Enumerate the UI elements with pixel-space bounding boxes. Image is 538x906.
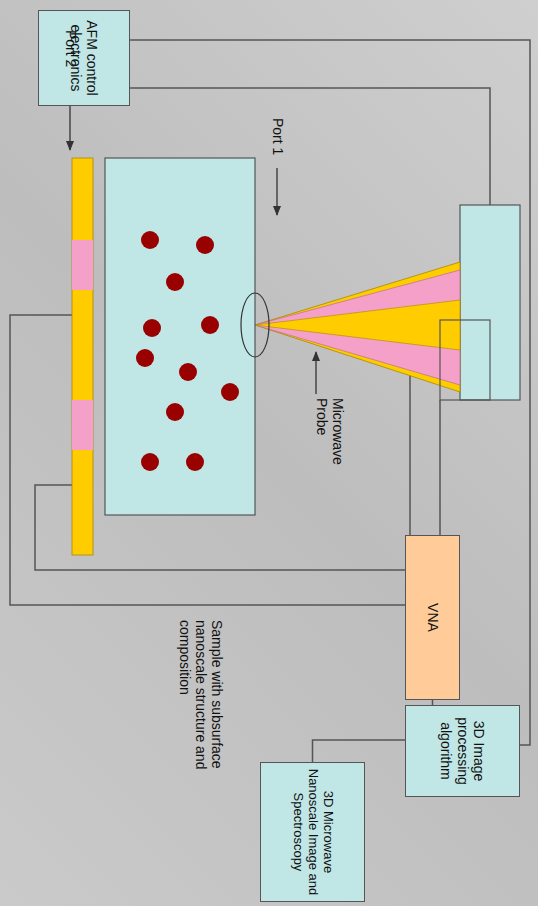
pointer-arrow <box>69 100 70 150</box>
port-label: Port 1 <box>270 118 286 166</box>
control-box: AFM control electronics <box>38 10 130 106</box>
head-wire <box>439 400 441 535</box>
box-text: VNA <box>424 603 440 632</box>
box-text: 3D Microwave Nanoscale Image and Spectro… <box>290 767 335 897</box>
probe-core <box>255 300 460 350</box>
probe-layer <box>255 270 460 385</box>
gap-segment <box>72 400 93 450</box>
box-text: 3D Image processing algorithm <box>438 710 486 792</box>
probe-label: Microwave Probe <box>314 398 346 480</box>
pointer-arrow <box>276 168 277 215</box>
output-box: 3D Microwave Nanoscale Image and Spectro… <box>260 762 365 902</box>
analyzer-box: VNA <box>405 535 460 700</box>
probe-cone <box>255 262 460 392</box>
sample-caption: Sample with subsurface nanoscale structu… <box>177 620 225 782</box>
probe-wire <box>409 374 411 535</box>
pointer-arrow <box>315 352 316 394</box>
port-label: Port 2 <box>63 30 79 90</box>
process-box: 3D Image processing algorithm <box>405 705 520 797</box>
subsurface-particles <box>136 231 239 471</box>
tip-highlight <box>241 293 269 357</box>
probe-holder <box>440 320 490 400</box>
gap-segment <box>72 240 93 290</box>
port2-electrode <box>72 158 93 555</box>
connector <box>313 740 406 762</box>
sample-block <box>105 158 255 515</box>
